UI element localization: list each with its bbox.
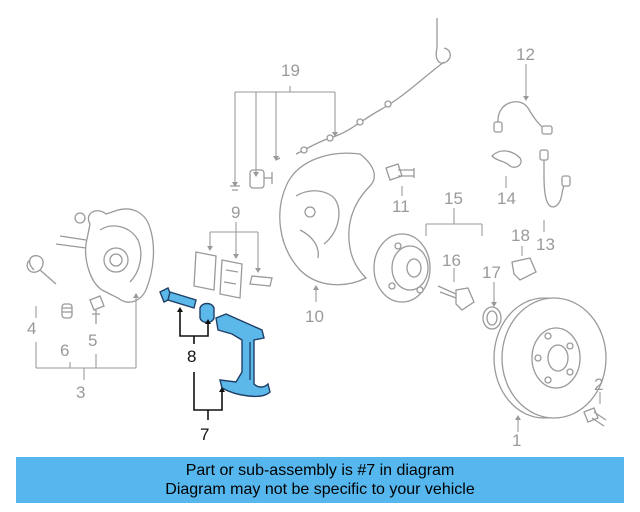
- callout-12: 12: [516, 45, 535, 64]
- brake-hose-part-12: [493, 64, 553, 135]
- callout-19: 19: [281, 61, 300, 80]
- callout-10: 10: [305, 307, 324, 326]
- callout-3-leaders: [35, 293, 139, 380]
- parts-diagram: 19 12 14 13 18 11 10: [26, 18, 607, 450]
- callout-8: 8: [187, 347, 196, 366]
- bolt-part-11: [385, 163, 415, 196]
- guide-pins-part-8: [159, 287, 215, 344]
- banner-line-2: Diagram may not be specific to your vehi…: [165, 481, 475, 498]
- caliper-carrier-part-7[interactable]: [193, 313, 271, 420]
- callout-17: 17: [482, 263, 501, 282]
- callout-14: 14: [497, 189, 516, 208]
- spring-part-4: [26, 255, 57, 318]
- callout-9: 9: [231, 203, 240, 222]
- callout-2: 2: [594, 375, 603, 394]
- callout-16: 16: [442, 251, 461, 270]
- brake-line-part-13: [539, 149, 571, 232]
- bleeder-screw-part-5: [89, 295, 105, 324]
- callout-15: 15: [444, 189, 463, 208]
- callout-4: 4: [27, 319, 36, 338]
- rotor-screw-part-2: [583, 392, 607, 427]
- callout-6: 6: [60, 341, 69, 360]
- brake-rotor-part-1: [493, 297, 607, 432]
- callout-1: 1: [512, 431, 521, 450]
- callout-5: 5: [88, 331, 97, 350]
- wheel-speed-sensor-part-19: [230, 18, 451, 191]
- info-banner: Part or sub-assembly is #7 in diagram Di…: [16, 457, 624, 503]
- callout-19-leaders: [232, 86, 338, 187]
- callout-7: 7: [200, 425, 209, 444]
- callout-18: 18: [511, 226, 530, 245]
- brake-pads-part-9: [193, 222, 273, 299]
- callout-3: 3: [76, 383, 85, 402]
- hose-bracket-part-14: [491, 150, 522, 188]
- bracket-part-18: [511, 246, 537, 281]
- banner-line-1: Part or sub-assembly is #7 in diagram: [185, 462, 455, 479]
- hub-cap-part-17: [482, 282, 502, 330]
- backing-plate-part-10: [279, 152, 375, 302]
- callout-11: 11: [392, 197, 410, 216]
- bleeder-cap-part-6: [61, 303, 73, 319]
- callout-13: 13: [536, 235, 555, 254]
- caliper-housing: [55, 208, 155, 303]
- hub-bolt-part-16: [437, 268, 475, 311]
- wheel-hub-part-15: [373, 208, 483, 303]
